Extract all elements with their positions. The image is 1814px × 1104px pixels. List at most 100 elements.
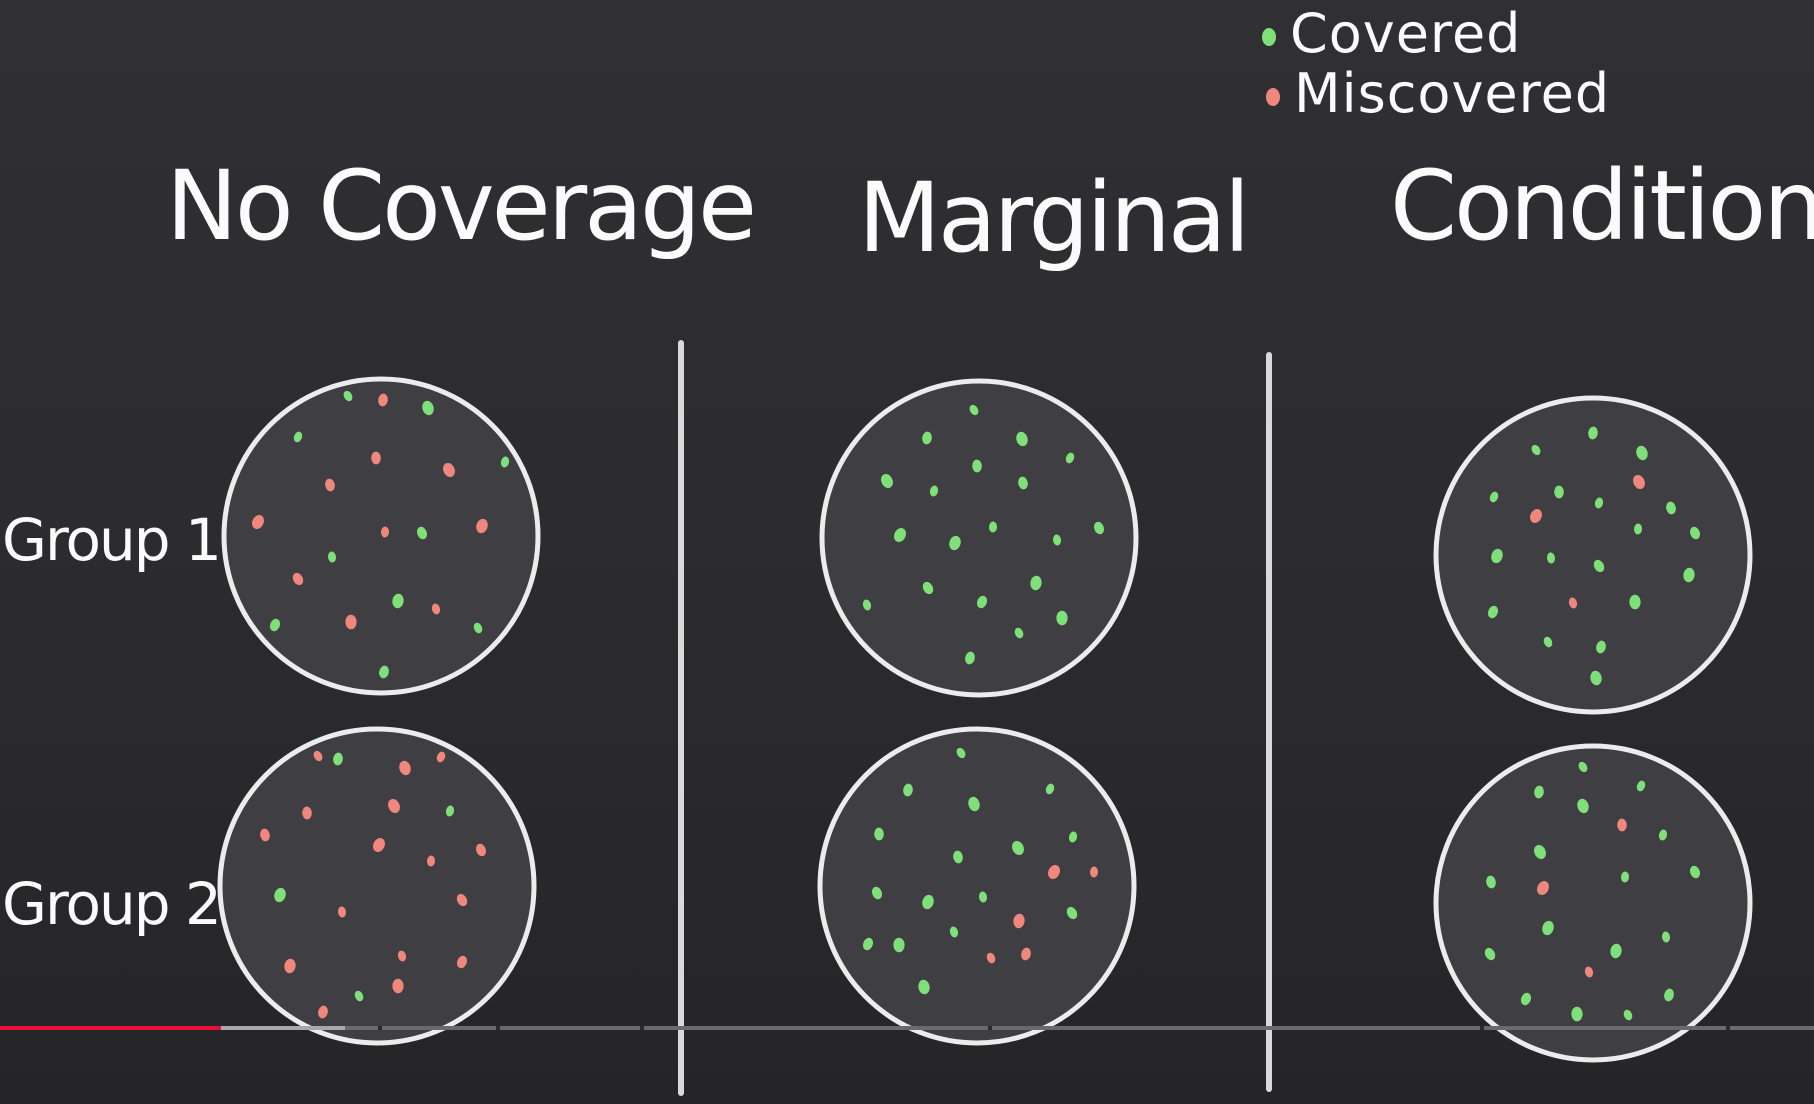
covered-point bbox=[1578, 761, 1588, 773]
miscovered-point bbox=[1013, 913, 1025, 929]
column-divider-right bbox=[1266, 352, 1272, 1092]
marginal-group-2-circle bbox=[817, 726, 1137, 1046]
chapter-marker bbox=[1726, 1026, 1730, 1030]
covered-point bbox=[1594, 497, 1604, 509]
covered-point bbox=[1016, 431, 1028, 447]
covered-point bbox=[969, 404, 979, 416]
covered-point bbox=[274, 887, 286, 903]
covered-point bbox=[949, 926, 959, 938]
covered-point bbox=[1593, 559, 1605, 573]
conditional-group-2-circle bbox=[1433, 743, 1753, 1063]
column-divider-left bbox=[678, 340, 684, 1096]
covered-point bbox=[1534, 785, 1544, 799]
population-circle bbox=[217, 726, 537, 1046]
no-coverage-group-1-circle bbox=[221, 376, 541, 696]
covered-point bbox=[949, 535, 961, 551]
covered-point bbox=[881, 473, 893, 489]
miscovered-point bbox=[436, 751, 446, 763]
chapter-marker bbox=[496, 1026, 500, 1030]
column-title-conditional: Conditional bbox=[1390, 150, 1814, 262]
covered-point bbox=[1577, 798, 1589, 814]
covered-point bbox=[416, 526, 428, 540]
miscovered-point bbox=[371, 451, 381, 465]
miscovered-point bbox=[1537, 880, 1549, 896]
covered-point bbox=[968, 796, 980, 812]
covered-point bbox=[956, 747, 966, 759]
covered-point bbox=[1531, 444, 1541, 456]
covered-point bbox=[862, 599, 872, 611]
covered-point bbox=[1661, 931, 1671, 943]
covered-point bbox=[1542, 920, 1554, 936]
population-circle bbox=[221, 376, 541, 696]
miscovered-point bbox=[431, 603, 441, 615]
covered-point bbox=[1052, 534, 1062, 546]
covered-point bbox=[1520, 992, 1532, 1006]
legend-covered: Covered bbox=[1262, 2, 1521, 65]
miscovered-point bbox=[388, 798, 400, 814]
covered-point bbox=[978, 891, 988, 903]
miscovered-point bbox=[1530, 508, 1542, 524]
miscovered-point bbox=[392, 978, 404, 994]
miscovered-point bbox=[302, 806, 312, 820]
covered-point bbox=[894, 527, 906, 543]
miscovered-point bbox=[345, 614, 357, 630]
miscovered-point bbox=[1617, 818, 1627, 832]
chapter-marker bbox=[1480, 1026, 1484, 1030]
covered-point bbox=[922, 894, 934, 910]
covered-point bbox=[1571, 1006, 1583, 1022]
no-coverage-group-2-circle bbox=[217, 726, 537, 1046]
covered-point bbox=[1636, 445, 1648, 461]
miscovered-point bbox=[318, 1005, 328, 1019]
covered-point bbox=[1689, 865, 1701, 879]
column-title-marginal: Marginal bbox=[858, 162, 1250, 274]
miscovered-point bbox=[986, 952, 996, 964]
legend-covered-label: Covered bbox=[1290, 2, 1522, 65]
column-title-no-coverage: No Coverage bbox=[166, 150, 757, 262]
covered-point bbox=[1018, 476, 1028, 490]
covered-point bbox=[354, 990, 364, 1002]
population-circle bbox=[819, 378, 1139, 698]
covered-point bbox=[293, 431, 303, 443]
covered-point bbox=[379, 665, 389, 679]
video-progress-bar[interactable] bbox=[0, 1026, 1814, 1030]
covered-point bbox=[343, 390, 353, 402]
miscovered-point bbox=[426, 855, 436, 867]
miscovered-point bbox=[284, 958, 296, 974]
covered-point bbox=[972, 459, 982, 473]
covered-point bbox=[1484, 947, 1496, 961]
covered-point bbox=[445, 805, 455, 817]
legend-miscovered-label: Miscovered bbox=[1294, 62, 1611, 125]
legend-miscovered: Miscovered bbox=[1266, 62, 1610, 125]
progress-played bbox=[0, 1026, 222, 1030]
covered-point bbox=[1066, 906, 1078, 920]
covered-point bbox=[922, 581, 934, 595]
covered-point bbox=[1012, 840, 1024, 856]
covered-point bbox=[1620, 871, 1630, 883]
chapter-marker bbox=[640, 1026, 644, 1030]
miscovered-point bbox=[1021, 947, 1031, 961]
covered-point bbox=[500, 456, 510, 468]
covered-point bbox=[1065, 452, 1075, 464]
covered-point bbox=[269, 618, 281, 632]
covered-point bbox=[1093, 521, 1105, 535]
covered-point bbox=[1068, 831, 1078, 843]
covered-point bbox=[392, 593, 404, 609]
covered-point bbox=[1554, 485, 1564, 499]
covered-point bbox=[1486, 875, 1496, 889]
miscovered-point bbox=[476, 518, 488, 534]
miscovered-point bbox=[443, 462, 455, 478]
covered-point bbox=[1666, 501, 1676, 515]
covered-point bbox=[1590, 670, 1602, 686]
covered-point bbox=[1636, 780, 1646, 792]
miscovered-point bbox=[1089, 866, 1099, 878]
covered-point bbox=[1683, 567, 1695, 583]
miscovered-point bbox=[260, 828, 270, 842]
miscovered-point bbox=[1048, 864, 1060, 880]
miscovered-point bbox=[456, 955, 468, 969]
miscovered-point bbox=[252, 514, 264, 530]
miscovered-point bbox=[325, 478, 335, 492]
conditional-group-1-circle bbox=[1433, 395, 1753, 715]
covered-point bbox=[1045, 783, 1055, 795]
covered-point bbox=[988, 521, 998, 533]
